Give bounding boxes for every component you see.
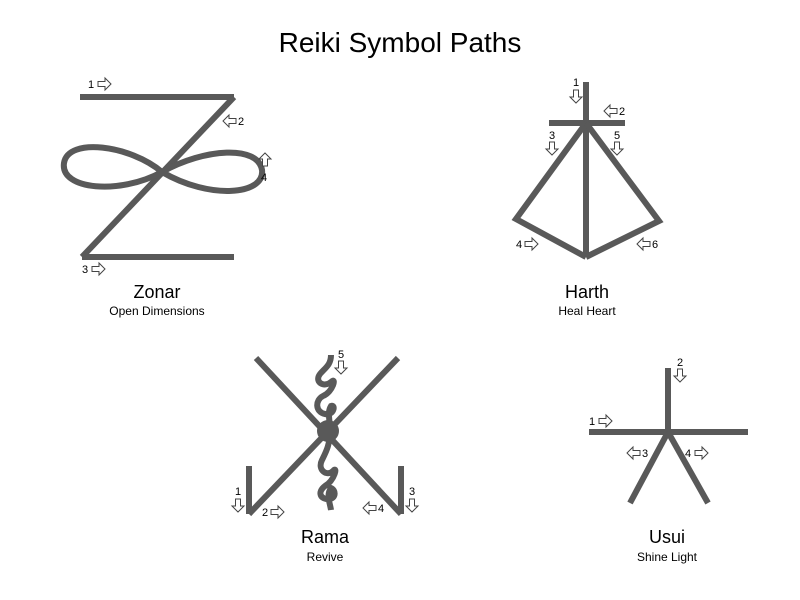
step-number: 2 — [677, 357, 683, 369]
step-number: 6 — [652, 239, 658, 251]
step-number: 5 — [614, 130, 620, 142]
left-arrow-icon — [636, 237, 651, 251]
zonar-step-3: 3 — [82, 262, 106, 276]
symbol-name: Rama — [301, 527, 350, 547]
harth-step-3: 3 — [545, 130, 559, 156]
harth-step-6: 6 — [636, 237, 658, 251]
usui-left-leg-stroke — [627, 430, 671, 505]
symbol-usui: 2 1 3 4 Usui Shine Light — [589, 357, 748, 564]
symbol-meaning: Open Dimensions — [109, 304, 204, 318]
symbol-name: Zonar — [133, 282, 180, 302]
step-number: 2 — [262, 507, 268, 519]
down-arrow-icon — [405, 498, 419, 513]
down-arrow-icon — [545, 141, 559, 156]
step-number: 4 — [516, 239, 522, 251]
symbol-meaning: Heal Heart — [558, 304, 616, 318]
harth-step-1: 1 — [569, 77, 583, 104]
symbol-zonar: 1 2 3 4 Zonar Open Dimensions — [60, 77, 272, 318]
symbol-meaning: Shine Light — [637, 550, 698, 564]
symbol-meaning: Revive — [307, 550, 344, 564]
harth-left-side-stroke — [511, 121, 589, 260]
harth-step-4: 4 — [516, 237, 539, 251]
step-number: 4 — [261, 172, 267, 184]
zonar-step-2: 2 — [222, 114, 244, 128]
rama-step-3: 3 — [405, 486, 419, 513]
left-arrow-icon — [603, 104, 618, 118]
usui-step-1: 1 — [589, 414, 613, 428]
down-arrow-icon — [610, 141, 624, 156]
right-arrow-icon — [97, 77, 112, 91]
down-arrow-icon — [231, 498, 245, 513]
left-arrow-icon — [362, 501, 377, 515]
symbol-name: Harth — [565, 282, 609, 302]
zonar-step-4: 4 — [258, 152, 272, 184]
step-number: 2 — [619, 106, 625, 118]
down-arrow-icon — [334, 360, 348, 375]
left-arrow-icon — [222, 114, 237, 128]
harth-step-2: 2 — [603, 104, 625, 118]
step-number: 3 — [409, 486, 415, 498]
page-title: Reiki Symbol Paths — [279, 27, 522, 58]
zonar-step-1: 1 — [88, 77, 112, 91]
usui-step-3: 3 — [626, 446, 648, 460]
right-arrow-icon — [694, 446, 709, 460]
step-number: 1 — [573, 77, 579, 89]
step-number: 1 — [589, 416, 595, 428]
step-number: 4 — [378, 503, 384, 515]
rama-step-1: 1 — [231, 486, 245, 513]
right-arrow-icon — [524, 237, 539, 251]
left-arrow-icon — [626, 446, 641, 460]
symbol-rama: 5 1 2 4 3 Rama Revive — [231, 349, 419, 564]
right-arrow-icon — [91, 262, 106, 276]
right-arrow-icon — [598, 414, 613, 428]
step-number: 1 — [88, 79, 94, 91]
harth-right-side-stroke — [583, 121, 664, 260]
zonar-infinity-stroke — [60, 144, 266, 194]
usui-step-2: 2 — [673, 357, 687, 383]
rama-knot — [317, 420, 339, 442]
symbol-harth: 1 2 3 5 4 6 Harth Heal Heart — [511, 77, 664, 318]
symbol-name: Usui — [649, 527, 685, 547]
down-arrow-icon — [673, 368, 687, 383]
step-number: 3 — [642, 448, 648, 460]
step-number: 3 — [549, 130, 555, 142]
right-arrow-icon — [270, 505, 285, 519]
harth-step-5: 5 — [610, 130, 624, 156]
rama-step-2: 2 — [262, 505, 285, 519]
step-number: 3 — [82, 264, 88, 276]
step-number: 2 — [238, 116, 244, 128]
rama-step-4: 4 — [362, 501, 384, 515]
down-arrow-icon — [569, 89, 583, 104]
usui-right-leg-stroke — [665, 430, 711, 505]
step-number: 5 — [338, 349, 344, 361]
step-number: 4 — [685, 448, 691, 460]
step-number: 1 — [235, 486, 241, 498]
rama-step-5: 5 — [334, 349, 348, 375]
usui-step-4: 4 — [685, 446, 709, 460]
